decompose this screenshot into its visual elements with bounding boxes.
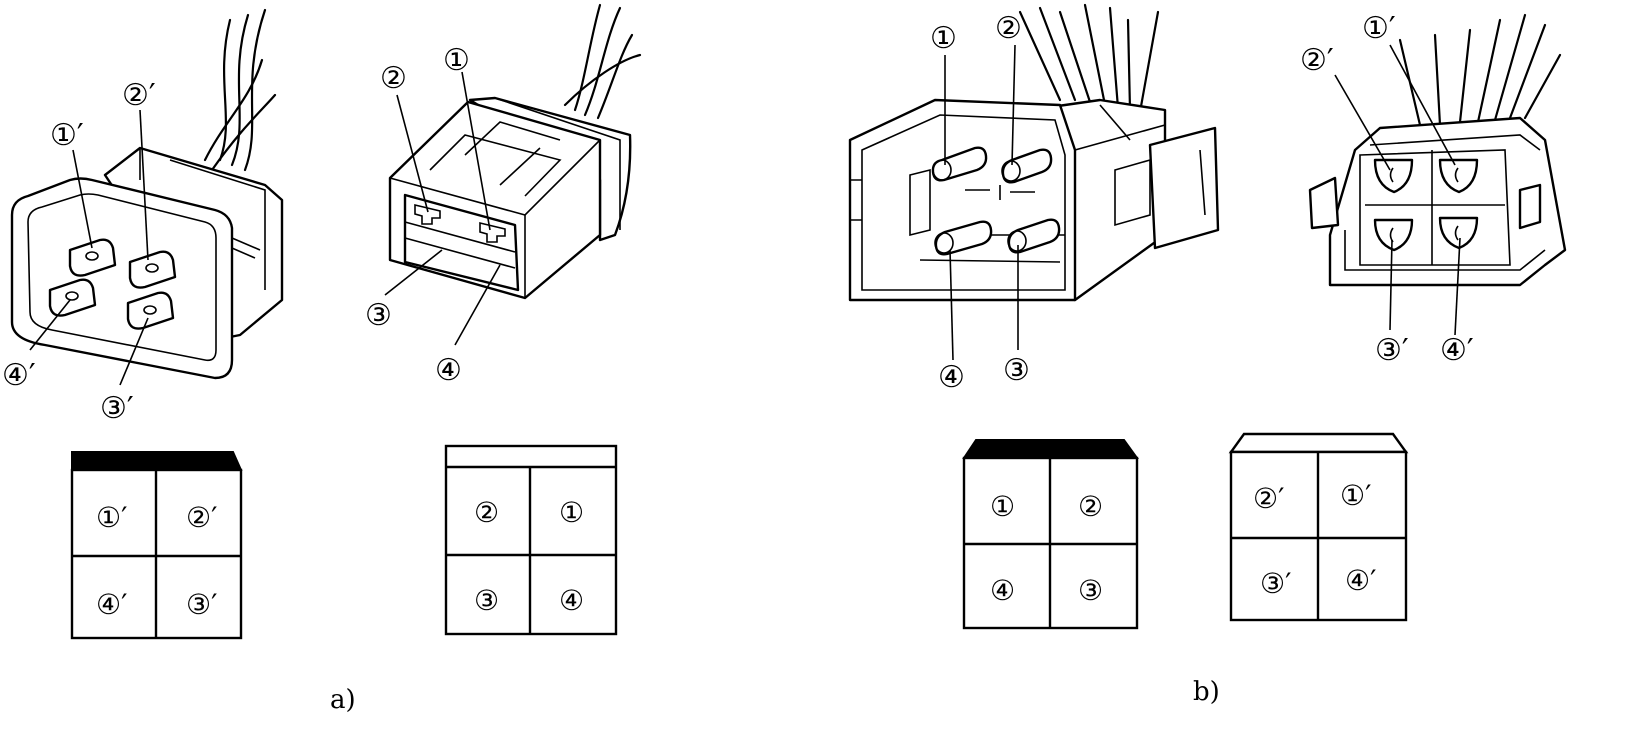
grid-a-socket-br: ④ <box>559 584 584 617</box>
grid-b-plug-tr: ①′ <box>1340 479 1371 512</box>
panel-a-plug-drawing <box>10 8 284 386</box>
grid-a-socket-tr: ① <box>559 496 584 529</box>
label-b-plug-3: ③′ <box>1375 333 1409 368</box>
panel-b-plug-grid <box>1228 432 1409 622</box>
label-b-plug-2: ②′ <box>1300 43 1334 78</box>
label-a-plug-2: ②′ <box>122 78 156 113</box>
grid-a-plug-tr: ②′ <box>186 501 217 534</box>
label-b-socket-4: ④ <box>938 360 965 395</box>
label-b-plug-1: ①′ <box>1362 11 1396 46</box>
grid-a-plug-bl: ④′ <box>96 588 127 621</box>
grid-a-plug-tl: ①′ <box>96 501 127 534</box>
label-b-socket-1: ① <box>930 21 957 56</box>
panel-a-socket-drawing <box>384 3 642 346</box>
label-a-socket-1: ① <box>443 43 470 78</box>
grid-b-plug-bl: ③′ <box>1260 567 1291 600</box>
panel-b-socket-grid <box>962 439 1139 630</box>
panel-a-socket-grid <box>444 444 618 636</box>
panel-b-socket-drawing <box>848 3 1220 361</box>
label-a-plug-4: ④′ <box>2 358 36 393</box>
label-b-socket-3: ③ <box>1003 353 1030 388</box>
grid-b-socket-bl: ④ <box>990 574 1015 607</box>
grid-a-socket-bl: ③ <box>474 584 499 617</box>
caption-b: b) <box>1193 677 1220 707</box>
label-a-socket-3: ③ <box>365 298 392 333</box>
panel-a-plug-grid <box>70 451 243 640</box>
grid-b-plug-tl: ②′ <box>1253 482 1284 515</box>
grid-b-socket-tl: ① <box>990 490 1015 523</box>
grid-b-plug-br: ④′ <box>1345 564 1376 597</box>
key-bar <box>962 439 1139 459</box>
key-bar <box>71 451 243 471</box>
grid-a-socket-tl: ② <box>474 496 499 529</box>
grid-a-plug-br: ③′ <box>186 588 217 621</box>
panel-b-plug-drawing <box>1308 13 1567 336</box>
label-a-socket-4: ④ <box>435 353 462 388</box>
grid-b-socket-br: ③ <box>1078 574 1103 607</box>
label-a-plug-3: ③′ <box>100 391 134 426</box>
label-a-socket-2: ② <box>380 61 407 96</box>
label-b-plug-4: ④′ <box>1440 333 1474 368</box>
caption-a: a) <box>330 685 356 715</box>
label-b-socket-2: ② <box>995 11 1022 46</box>
label-a-plug-1: ①′ <box>50 118 84 153</box>
grid-b-socket-tr: ② <box>1078 490 1103 523</box>
